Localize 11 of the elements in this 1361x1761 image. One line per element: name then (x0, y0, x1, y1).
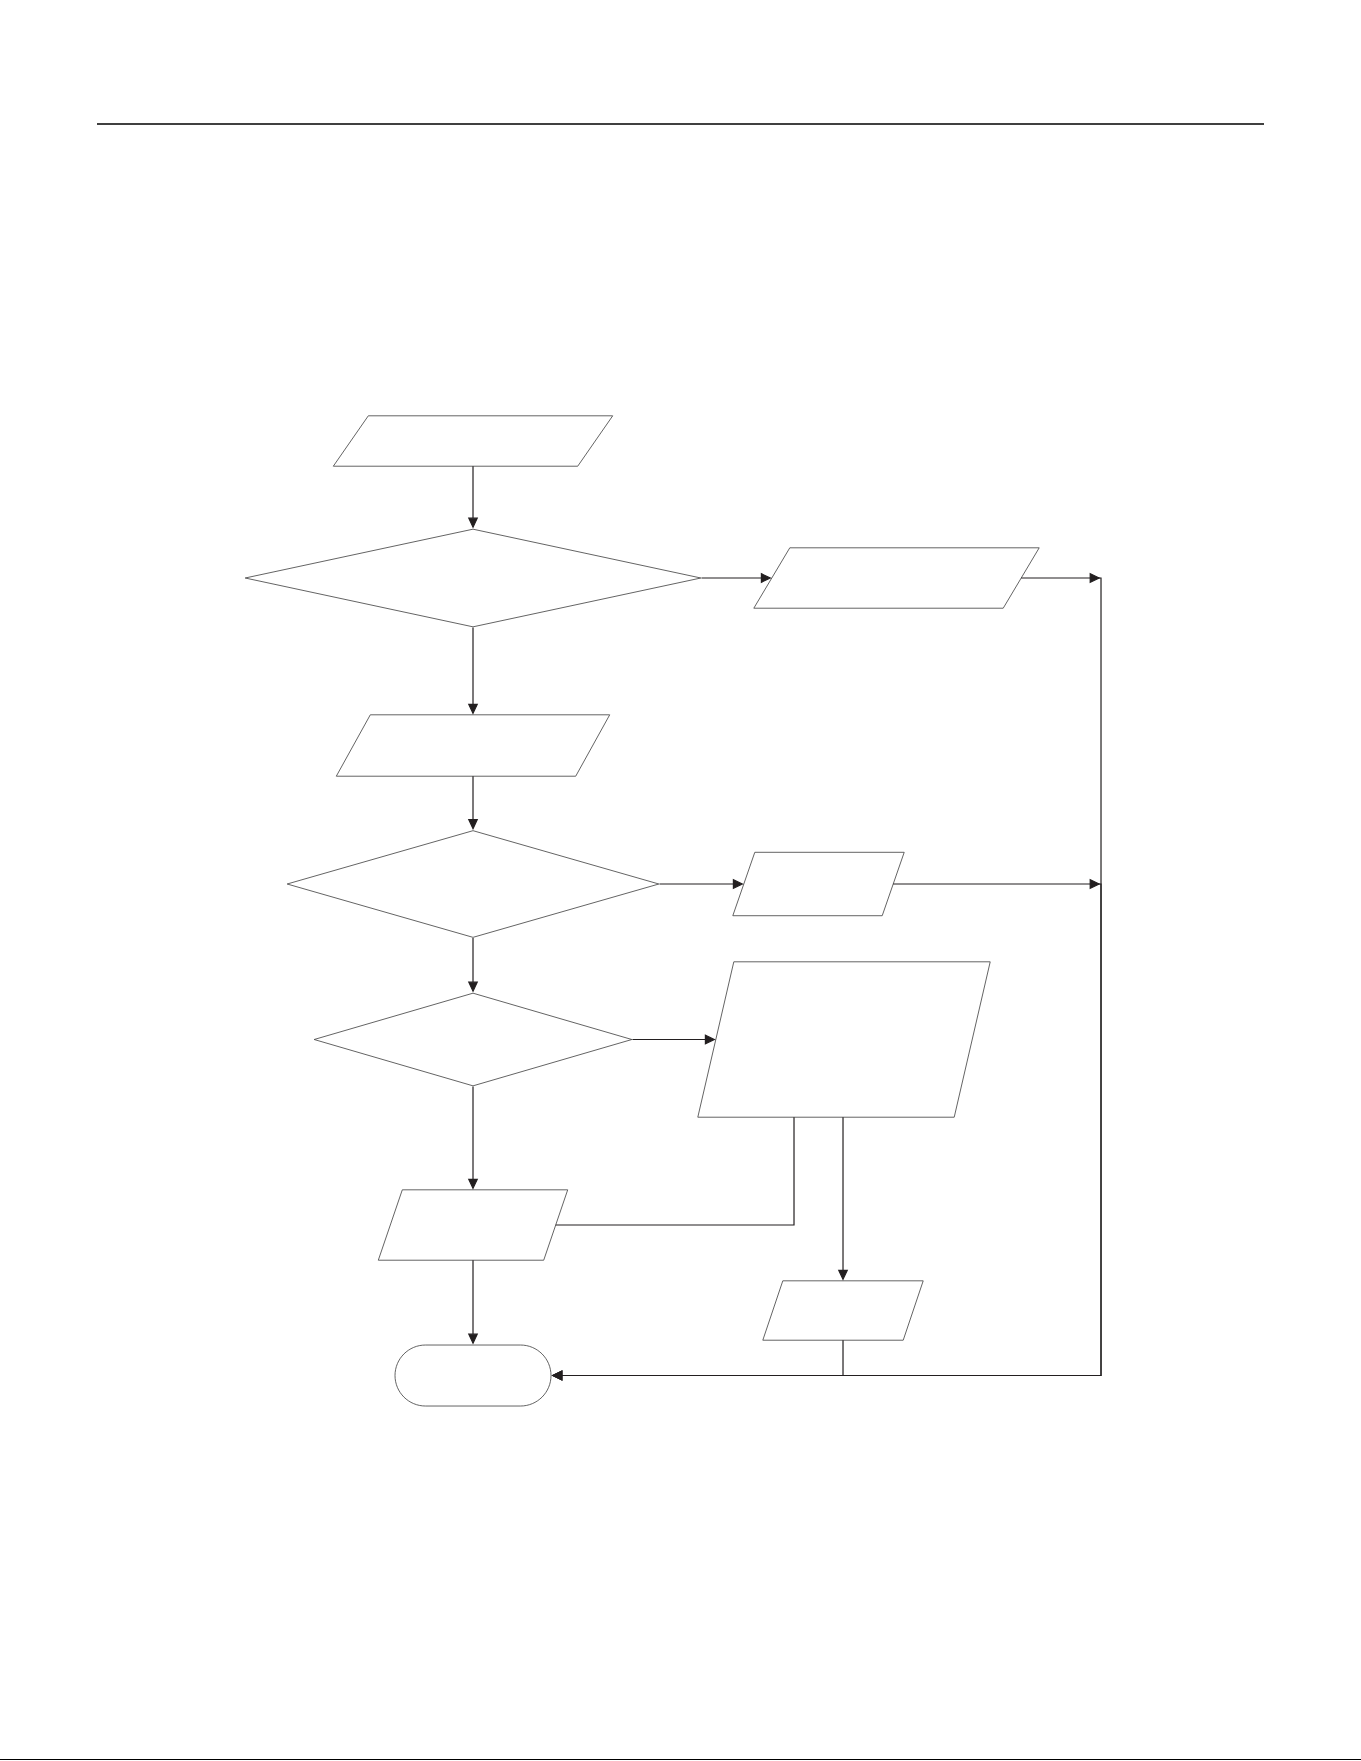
parallelogram-box (335, 714, 611, 777)
parallelogram-box (762, 1280, 924, 1341)
connector-line (555, 1116, 795, 1226)
parallelogram-box (377, 1189, 569, 1261)
parallelogram-box (697, 961, 991, 1118)
parallelogram-box (332, 415, 614, 467)
decision-diamond (286, 830, 660, 938)
decision-diamond (244, 528, 702, 628)
parallelogram-box (753, 547, 1040, 609)
decision-diamond (313, 992, 633, 1087)
parallelogram-box (732, 851, 905, 917)
